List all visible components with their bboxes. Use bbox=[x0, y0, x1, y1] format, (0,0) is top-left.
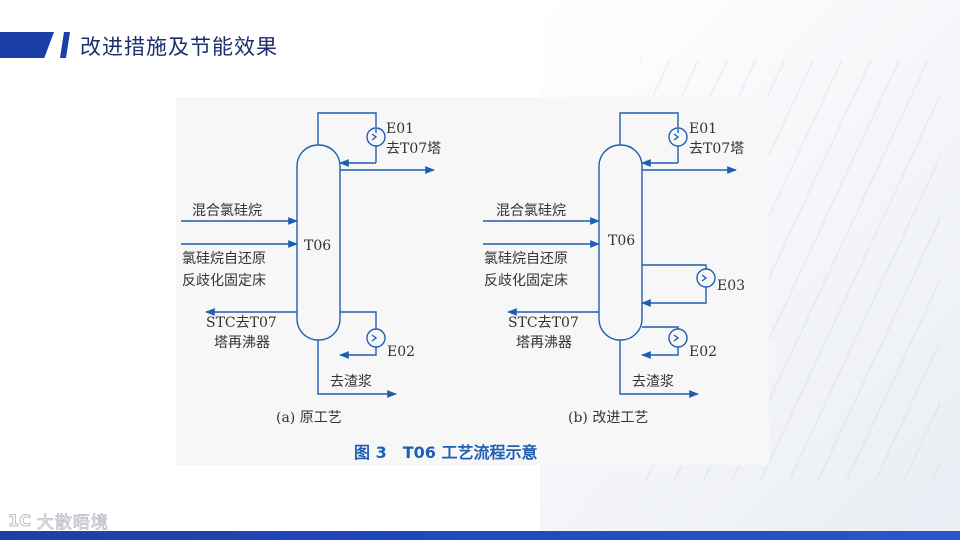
label-e01-b: E01 bbox=[689, 121, 717, 137]
label-out-line1-b: STC去T07 bbox=[508, 315, 579, 331]
sublabel-a: (a) 原工艺 bbox=[276, 410, 342, 426]
label-slurry-a: 去渣浆 bbox=[330, 374, 372, 390]
label-out-line1-a: STC去T07 bbox=[206, 315, 277, 331]
header-accent-bar bbox=[0, 32, 54, 58]
logo-text: 大散晤境 bbox=[36, 512, 109, 533]
figure-caption: 图 3 T06 工艺流程示意 bbox=[354, 443, 537, 462]
label-column-b: T06 bbox=[608, 233, 635, 249]
process-flow-diagram: E01 去T07塔 混合氯硅烷 T06 氯硅烷自还原 反歧化固定床 STC去T0… bbox=[181, 112, 745, 462]
logo-mark-icon: 1C bbox=[8, 510, 32, 530]
panel-b bbox=[483, 112, 737, 398]
footer-bar bbox=[0, 531, 960, 540]
header-accent-stripe bbox=[60, 32, 70, 58]
label-e02-b: E02 bbox=[689, 344, 717, 360]
label-column-a: T06 bbox=[304, 238, 331, 254]
slurry-arrow-a bbox=[317, 340, 397, 398]
label-out-line2-b: 塔再沸器 bbox=[516, 335, 572, 351]
brand-logo: 1C 大散晤境 bbox=[8, 508, 109, 533]
label-feed1-a: 混合氯硅烷 bbox=[192, 203, 262, 219]
label-feed2-line2-a: 反歧化固定床 bbox=[182, 273, 266, 289]
label-e03-b: E03 bbox=[717, 278, 745, 294]
overhead-line-b bbox=[619, 112, 679, 145]
sublabel-b: (b) 改进工艺 bbox=[568, 410, 648, 426]
label-to-t07-b: 去T07塔 bbox=[689, 141, 744, 157]
overhead-line-a bbox=[317, 112, 377, 145]
label-e02-a: E02 bbox=[387, 344, 415, 360]
watermark-text: 请添加 bbox=[108, 288, 171, 308]
slurry-arrow-b bbox=[619, 340, 699, 398]
label-feed2-line1-b: 氯硅烷自还原 bbox=[484, 251, 568, 267]
slide-title: 改进措施及节能效果 bbox=[80, 35, 278, 59]
figure-panel bbox=[176, 97, 769, 465]
label-e01-a: E01 bbox=[386, 121, 414, 137]
label-out-line2-a: 塔再沸器 bbox=[214, 335, 270, 351]
label-feed2-line1-a: 氯硅烷自还原 bbox=[182, 251, 266, 267]
label-feed2-line2-b: 反歧化固定床 bbox=[484, 273, 568, 289]
label-to-t07-a: 去T07塔 bbox=[386, 141, 441, 157]
panel-a bbox=[181, 112, 435, 398]
label-slurry-b: 去渣浆 bbox=[632, 374, 674, 390]
label-feed1-b: 混合氯硅烷 bbox=[496, 203, 566, 219]
